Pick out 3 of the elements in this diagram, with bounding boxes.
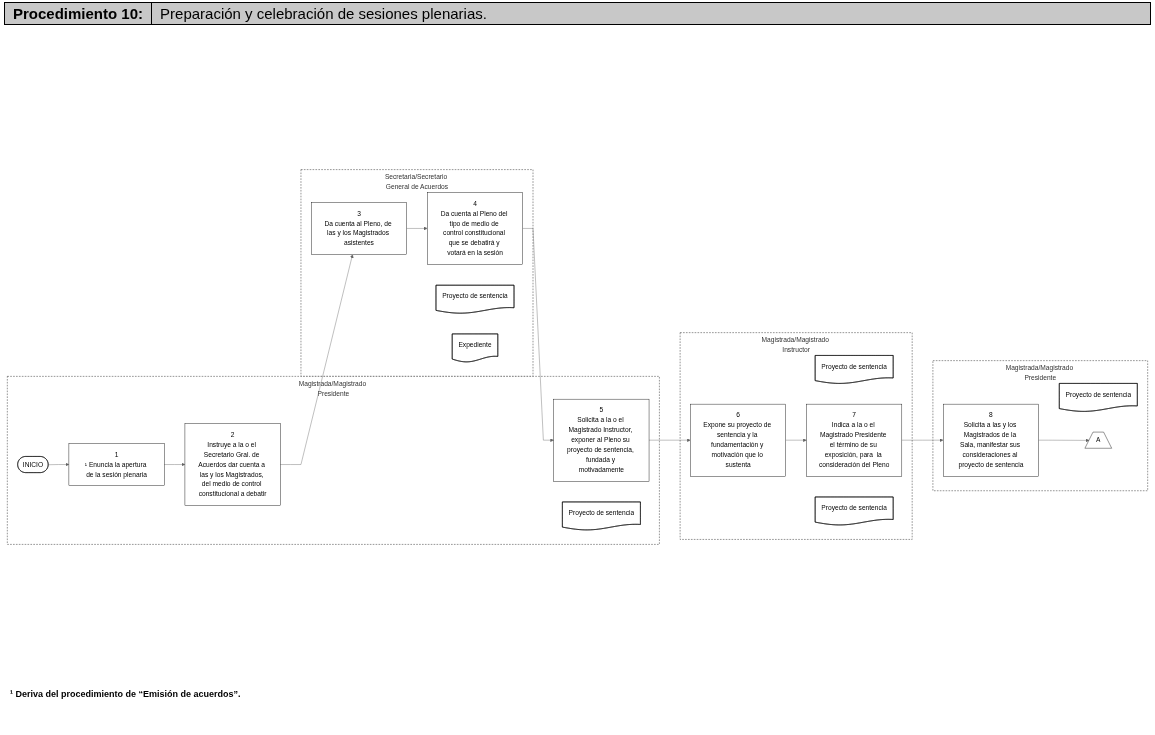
procedure-description: Preparación y celebración de sesiones plenarias. <box>159 4 488 24</box>
footnote: ¹ Deriva del procedimiento de “Emisión de acuerdos”. <box>10 689 242 699</box>
procedure-title: Procedimiento 10: <box>5 3 153 24</box>
